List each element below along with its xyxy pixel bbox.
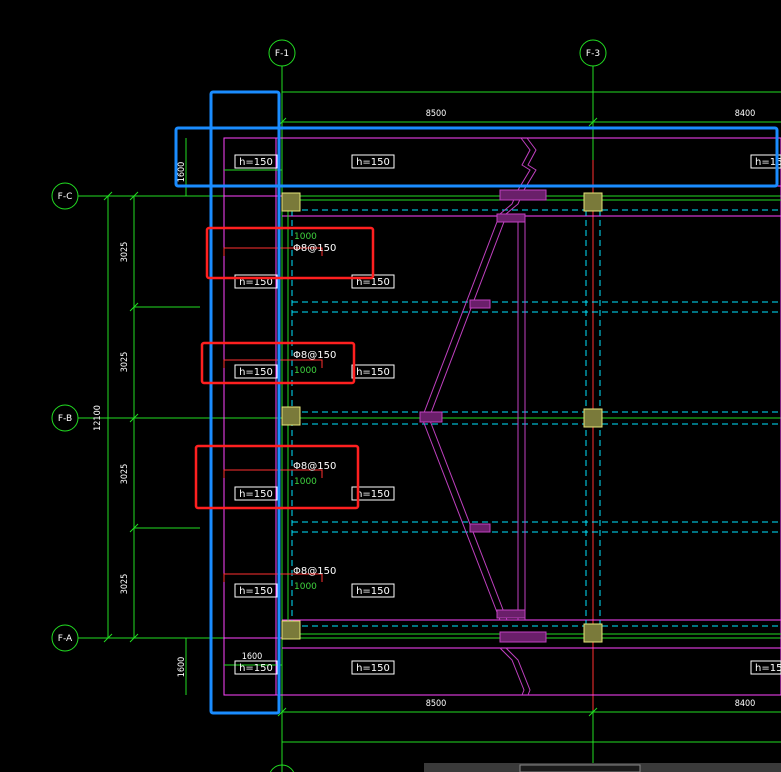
svg-text:Φ8@150: Φ8@150: [293, 566, 336, 577]
dim-bottom-overhang: 1600: [177, 657, 187, 678]
axis-bubble-fa[interactable]: F-A: [51, 624, 79, 652]
slab-label-tc[interactable]: h=150: [351, 154, 395, 169]
axis-bubble-bottom-f1: [269, 764, 295, 772]
axis-bubble-fb[interactable]: F-B: [51, 404, 79, 432]
dim-top-span-2: 8400: [735, 109, 756, 119]
axis-bubble-fc[interactable]: F-C: [51, 182, 79, 210]
svg-text:h=150: h=150: [356, 157, 390, 168]
slab-label-row3-left[interactable]: h=150: [234, 486, 278, 501]
slab-label-row4-mid[interactable]: h=150: [351, 583, 395, 598]
highlight-box-rebar-3: [194, 444, 360, 510]
svg-text:1000: 1000: [294, 366, 317, 376]
slab-label-row2-mid[interactable]: h=150: [351, 364, 395, 379]
ramp-structure: [419, 137, 547, 696]
svg-text:h=150: h=150: [239, 489, 273, 500]
slab-label-tl[interactable]: h=150: [234, 154, 278, 169]
dim-left-segment-4: 3025: [120, 574, 130, 595]
slab-label-br[interactable]: h=15: [750, 660, 781, 675]
slab-label-bl[interactable]: 1600 h=150: [234, 652, 278, 675]
rebar-annotation-4[interactable]: Φ8@150 1000: [223, 566, 336, 592]
svg-text:h=150: h=150: [239, 367, 273, 378]
dashed-beams: [291, 209, 781, 627]
svg-text:Φ8@150: Φ8@150: [293, 243, 336, 254]
left-dimension-chain: [103, 138, 200, 695]
highlight-box-horizontal: [174, 126, 779, 188]
highlight-box-rebar-1: [205, 226, 375, 280]
svg-text:h=150: h=150: [239, 586, 273, 597]
slab-outlines: [223, 137, 781, 696]
svg-text:Φ8@150: Φ8@150: [293, 461, 336, 472]
slab-label-row4-left[interactable]: h=150: [234, 583, 278, 598]
svg-text:h=150: h=150: [356, 586, 390, 597]
axis-bubble-f1[interactable]: F-1: [268, 39, 296, 67]
slab-label-row3-mid[interactable]: h=150: [351, 486, 395, 501]
axis-label-f1: F-1: [275, 49, 289, 59]
svg-text:h=15: h=15: [755, 663, 781, 674]
columns: [281, 192, 603, 643]
svg-text:Φ8@150: Φ8@150: [293, 350, 336, 361]
svg-text:1600: 1600: [242, 652, 263, 662]
svg-text:h=150: h=150: [239, 157, 273, 168]
svg-text:h=150: h=150: [356, 489, 390, 500]
slab-label-row1-left[interactable]: h=150: [234, 274, 278, 289]
axis-bubble-f3[interactable]: F-3: [579, 39, 607, 67]
rebar-annotation-2[interactable]: Φ8@150 1000: [223, 350, 336, 376]
dim-top-overhang: 1600: [177, 162, 187, 183]
dim-left-segment-3: 3025: [120, 464, 130, 485]
dim-bottom-span-1: 8500: [426, 699, 447, 709]
bottom-dimension-line: [277, 707, 781, 743]
dim-left-total: 12100: [93, 405, 103, 431]
dim-bottom-span-2: 8400: [735, 699, 756, 709]
svg-text:1000: 1000: [294, 477, 317, 487]
svg-text:1000: 1000: [294, 582, 317, 592]
svg-text:h=150: h=150: [356, 663, 390, 674]
svg-text:h=150: h=150: [356, 277, 390, 288]
slab-label-bc[interactable]: h=150: [351, 660, 395, 675]
svg-text:1000: 1000: [294, 232, 317, 242]
svg-text:h=15: h=15: [755, 157, 781, 168]
svg-text:h=150: h=150: [239, 663, 273, 674]
rebar-annotation-3[interactable]: Φ8@150 1000: [223, 461, 336, 487]
rebar-annotation-1[interactable]: Φ8@150 1000: [223, 232, 336, 256]
highlight-box-vertical: [209, 90, 281, 715]
axis-label-fb: F-B: [58, 414, 72, 424]
status-bar-field[interactable]: [519, 764, 641, 772]
dim-left-segment-2: 3025: [120, 352, 130, 373]
svg-text:h=150: h=150: [356, 367, 390, 378]
slab-label-tr[interactable]: h=15: [750, 154, 781, 169]
highlight-box-rebar-2: [200, 341, 356, 385]
axis-label-fc: F-C: [58, 192, 73, 202]
svg-text:h=150: h=150: [239, 277, 273, 288]
top-dimension-line: [277, 91, 781, 127]
dim-left-segment-1: 3025: [120, 242, 130, 263]
axis-label-fa: F-A: [58, 634, 73, 644]
axis-label-f3: F-3: [586, 49, 600, 59]
slab-label-row2-left[interactable]: h=150: [234, 364, 278, 379]
dim-top-span-1: 8500: [426, 109, 447, 119]
